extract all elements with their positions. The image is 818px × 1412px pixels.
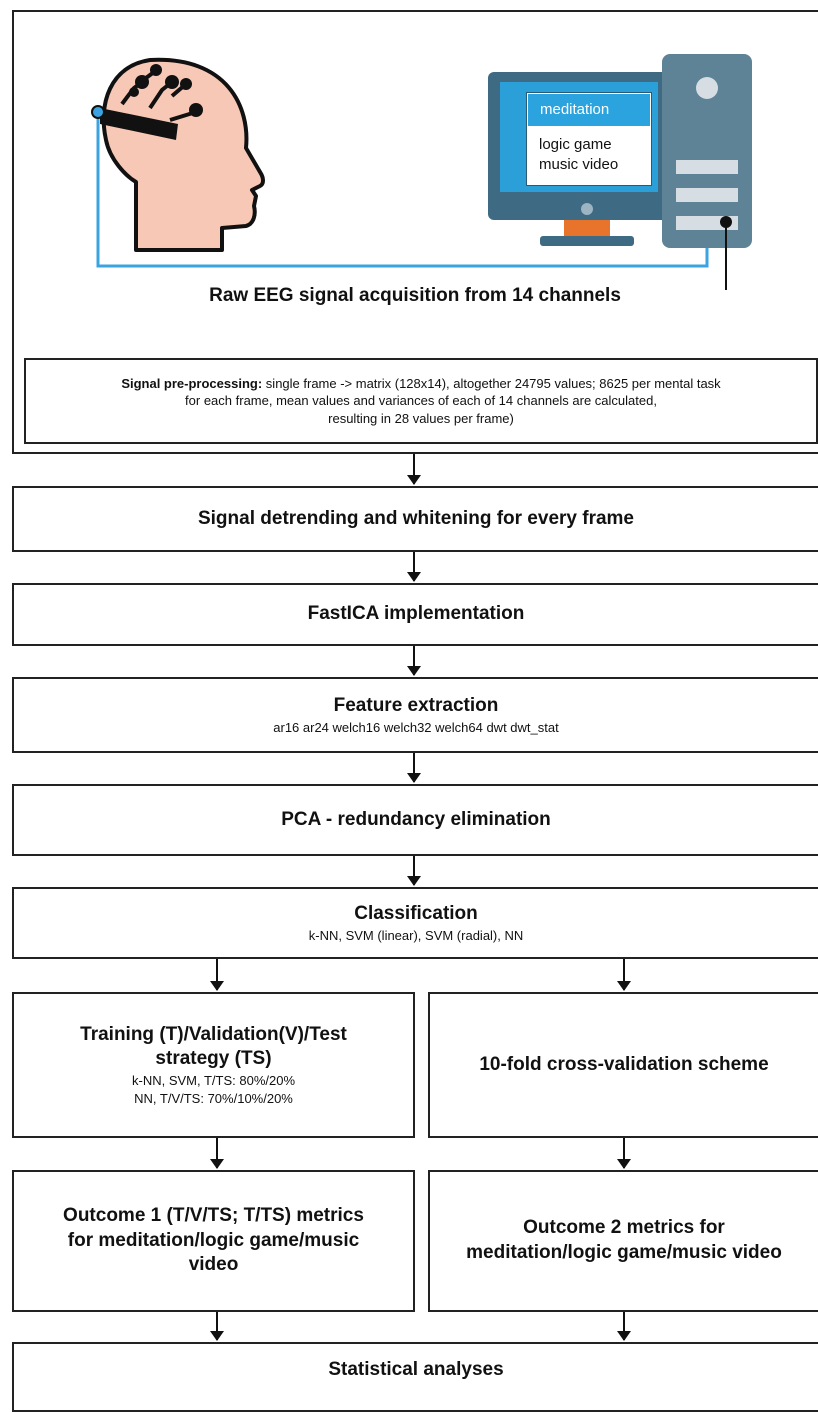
arrow-to-outcome2 bbox=[617, 1138, 631, 1169]
arrow-to-fastica bbox=[407, 551, 421, 582]
tower-output-line bbox=[725, 222, 727, 290]
training-detail-line2: NN, T/V/TS: 70%/10%/20% bbox=[134, 1090, 293, 1106]
tower-power-icon bbox=[696, 77, 718, 99]
screen-menu: meditation logic game music video bbox=[526, 92, 652, 186]
monitor-button bbox=[581, 203, 593, 215]
classification-title: Classification bbox=[354, 902, 478, 924]
statistics-box: Statistical analyses bbox=[12, 1342, 818, 1412]
classification-box: Classification k-NN, SVM (linear), SVM (… bbox=[12, 887, 818, 959]
arrow-to-features bbox=[407, 645, 421, 676]
training-detail-line1: k-NN, SVM, T/TS: 80%/20% bbox=[131, 1073, 296, 1089]
training-title-line2: strategy (TS) bbox=[155, 1048, 272, 1070]
acquisition-title: Raw EEG signal acquisition from 14 chann… bbox=[209, 285, 621, 306]
preprocessing-line3: resulting in 28 values per frame) bbox=[328, 410, 514, 426]
crossval-box: 10-fold cross-validation scheme bbox=[428, 992, 818, 1138]
tower-slot bbox=[676, 188, 738, 202]
pca-title: PCA - redundancy elimination bbox=[281, 808, 551, 830]
menu-option-music-video[interactable]: music video bbox=[539, 156, 619, 173]
features-subtitle: ar16 ar24 welch16 welch32 welch64 dwt dw… bbox=[273, 719, 559, 735]
arrow-to-training bbox=[210, 958, 224, 991]
arrow-to-classification bbox=[407, 855, 421, 886]
outcome2-line1: Outcome 2 metrics for bbox=[523, 1217, 725, 1239]
electrode-nodes bbox=[129, 64, 203, 117]
monitor-base bbox=[540, 236, 634, 246]
outcome1-line1: Outcome 1 (T/V/TS; T/TS) metrics bbox=[63, 1204, 364, 1226]
tower-slot bbox=[676, 160, 738, 174]
detrending-box: Signal detrending and whitening for ever… bbox=[12, 486, 818, 552]
arrow-to-detrending bbox=[407, 454, 421, 485]
outcome2-box: Outcome 2 metrics for meditation/logic g… bbox=[428, 1170, 818, 1312]
tower-output-node bbox=[720, 216, 732, 228]
preprocessing-box: Signal pre-processing: single frame -> m… bbox=[24, 358, 818, 444]
preprocessing-label: Signal pre-processing: bbox=[121, 375, 263, 391]
training-strategy-box: Training (T)/Validation(V)/Test strategy… bbox=[12, 992, 415, 1138]
headset-connector bbox=[91, 105, 105, 119]
fastica-title: FastICA implementation bbox=[307, 603, 525, 625]
menu-option-meditation[interactable]: meditation bbox=[527, 93, 651, 127]
detrending-title: Signal detrending and whitening for ever… bbox=[197, 507, 635, 529]
outcome1-line3: video bbox=[188, 1254, 239, 1276]
preprocessing-line1: single frame -> matrix (128x14), altoget… bbox=[262, 375, 721, 391]
arrow-to-statistics-right bbox=[617, 1312, 631, 1341]
eeg-cable bbox=[96, 112, 709, 268]
training-title-line1: Training (T)/Validation(V)/Test bbox=[80, 1023, 347, 1045]
arrow-to-pca bbox=[407, 752, 421, 783]
classification-subtitle: k-NN, SVM (linear), SVM (radial), NN bbox=[308, 927, 524, 943]
outcome1-line2: for meditation/logic game/music bbox=[67, 1229, 360, 1251]
features-title: Feature extraction bbox=[333, 694, 499, 716]
arrow-to-statistics-left bbox=[210, 1312, 224, 1341]
headset-band bbox=[100, 108, 178, 140]
crossval-title: 10-fold cross-validation scheme bbox=[479, 1053, 769, 1075]
monitor-neck bbox=[564, 220, 610, 236]
pca-box: PCA - redundancy elimination bbox=[12, 784, 818, 856]
statistics-title: Statistical analyses bbox=[328, 1359, 504, 1380]
eeg-illustration bbox=[91, 54, 752, 290]
menu-option-logic-game[interactable]: logic game bbox=[539, 136, 612, 153]
arrow-to-crossval bbox=[617, 958, 631, 991]
preprocessing-line2: for each frame, mean values and variance… bbox=[185, 393, 657, 409]
arrow-to-outcome1 bbox=[210, 1138, 224, 1169]
outcome1-box: Outcome 1 (T/V/TS; T/TS) metrics for med… bbox=[12, 1170, 415, 1312]
feature-extraction-box: Feature extraction ar16 ar24 welch16 wel… bbox=[12, 677, 818, 753]
outcome2-line2: meditation/logic game/music video bbox=[466, 1242, 782, 1263]
fastica-box: FastICA implementation bbox=[12, 583, 818, 646]
acquisition-panel bbox=[12, 10, 818, 454]
head-icon bbox=[101, 57, 265, 252]
